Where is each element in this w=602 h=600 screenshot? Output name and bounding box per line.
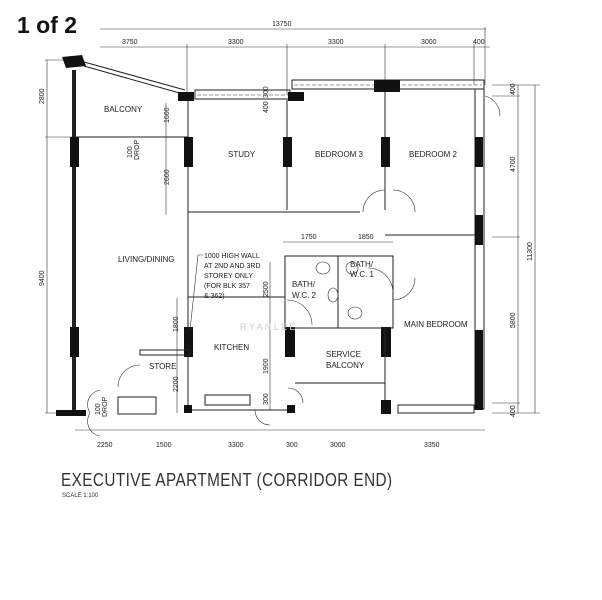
dim-top: 3300 <box>228 39 244 46</box>
room-label-main-bedroom: MAIN BEDROOM <box>404 320 468 329</box>
watermark: R Y A N L E E <box>240 322 295 332</box>
dim-inner: 1900 <box>263 358 270 374</box>
dim-top-total: 13750 <box>272 21 292 28</box>
dim-top: 3750 <box>122 39 138 46</box>
room-label-bath-1-line2: W.C. 1 <box>350 270 375 279</box>
room-label-service-balcony-line2: BALCONY <box>326 361 365 370</box>
dim-top: 3300 <box>328 39 344 46</box>
dim-inner: 1800 <box>173 316 180 332</box>
dim-inner: DROP <box>102 396 109 417</box>
dim-inner: 300 <box>263 393 270 405</box>
note-line: AT 2ND AND 3RD <box>204 263 261 270</box>
room-label-service-balcony-line1: SERVICE <box>326 350 361 359</box>
dim-left: 2800 <box>39 88 46 104</box>
wall-note: 1000 HIGH WALL AT 2ND AND 3RD STOREY ONL… <box>189 253 261 331</box>
dim-right: 400 <box>510 83 517 95</box>
dim-inner: 1600 <box>164 107 171 123</box>
walls <box>56 55 485 416</box>
room-label-bath-2-line1: BATH/ <box>292 280 316 289</box>
note-line: & 362) <box>204 293 225 300</box>
room-label-bedroom-3: BEDROOM 3 <box>315 150 364 159</box>
note-line: 1000 HIGH WALL <box>204 253 260 260</box>
note-line: STOREY ONLY <box>204 273 253 280</box>
dim-inner: 2200 <box>173 376 180 392</box>
plan-title: EXECUTIVE APARTMENT (CORRIDOR END) <box>61 470 393 490</box>
dim-bottom: 3350 <box>424 442 440 449</box>
toilet-fixtures <box>315 261 363 320</box>
dim-inner: 1750 <box>301 234 317 241</box>
plan-scale: SCALE 1:100 <box>62 493 99 499</box>
dim-inner: 100 <box>95 403 102 415</box>
dim-inner: 1850 <box>358 234 374 241</box>
dimension-lines <box>45 27 540 431</box>
dim-bottom: 300 <box>286 442 298 449</box>
room-label-bath-1-line1: BATH/ <box>350 260 374 269</box>
room-label-bedroom-2: BEDROOM 2 <box>409 150 458 159</box>
dim-inner: 400 <box>263 101 270 113</box>
dim-inner: 2600 <box>164 169 171 185</box>
page-indicator: 1 of 2 <box>17 12 78 38</box>
room-label-study: STUDY <box>228 150 256 159</box>
dim-right: 4700 <box>510 156 517 172</box>
dim-right: 400 <box>510 405 517 417</box>
doors <box>87 95 501 437</box>
dim-inner: 100 <box>127 146 134 158</box>
dim-inner: DROP <box>134 139 141 160</box>
room-label-bath-2-line2: W.C. 2 <box>292 291 317 300</box>
room-label-balcony: BALCONY <box>104 105 143 114</box>
dim-bottom: 1500 <box>156 442 172 449</box>
dim-bottom: 2250 <box>97 442 113 449</box>
dim-bottom: 3000 <box>330 442 346 449</box>
dim-inner: 2500 <box>263 281 270 297</box>
dim-top: 3000 <box>421 39 437 46</box>
dim-right: 5800 <box>510 312 517 328</box>
room-label-living-dining: LIVING/DINING <box>118 255 174 264</box>
dim-bottom: 3300 <box>228 442 244 449</box>
dim-inner: 300 <box>263 86 270 98</box>
room-label-kitchen: KITCHEN <box>214 343 249 352</box>
note-line: (FOR BLK 357 <box>204 283 250 290</box>
dim-right: 11300 <box>527 242 534 261</box>
dim-top: 400 <box>473 39 485 46</box>
dim-left: 9400 <box>39 270 46 286</box>
room-label-store: STORE <box>149 362 176 371</box>
